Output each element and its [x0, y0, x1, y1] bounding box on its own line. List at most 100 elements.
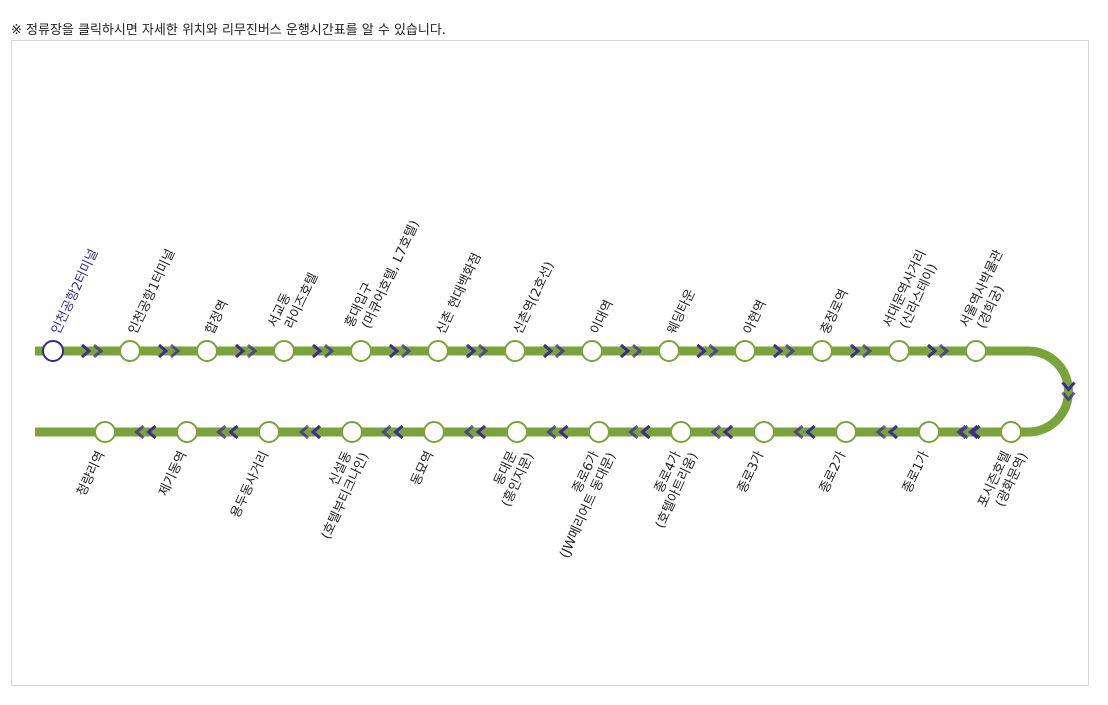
stop-label[interactable]: 종로1가 — [900, 449, 932, 495]
stop-label[interactable]: 서교동라이즈호텔 — [266, 264, 322, 337]
stop-marker[interactable] — [588, 421, 610, 443]
stop-label[interactable]: 포시즌호텔(광화문역) — [975, 444, 1031, 517]
stop-label[interactable]: 종로2가 — [817, 449, 849, 495]
stop-marker[interactable] — [504, 340, 526, 362]
direction-arrow-icon — [558, 424, 569, 440]
stop-label[interactable]: 종로3가 — [735, 449, 767, 495]
stop-label-line: 신촌역(2호선) — [511, 259, 558, 336]
stop-label-line: 용두동사거리 — [228, 449, 272, 520]
stop-label[interactable]: 종로6가(JW메리어트 동대문) — [543, 444, 620, 561]
direction-arrow-icon — [543, 343, 554, 359]
direction-arrow-icon — [247, 343, 258, 359]
stop-top-11[interactable]: 서대문역사거리(신라스테이) — [881, 248, 944, 362]
stop-label[interactable]: 동묘역 — [408, 449, 437, 488]
direction-arrow-icon — [722, 424, 733, 440]
stop-marker[interactable] — [658, 340, 680, 362]
direction-arrow-icon — [146, 424, 157, 440]
stop-bottom-6[interactable]: 종로6가(JW메리어트 동대문) — [543, 421, 620, 561]
direction-arrow-icon — [708, 343, 719, 359]
stop-label[interactable]: 신촌 현대백화점 — [434, 251, 485, 337]
direction-arrow-icon — [793, 424, 804, 440]
direction-arrow-icon — [298, 424, 309, 440]
stop-marker[interactable] — [196, 340, 218, 362]
stop-label[interactable]: 아현역 — [741, 298, 770, 337]
stop-label-line: 신촌 현대백화점 — [434, 251, 485, 337]
direction-arrow-icon — [235, 343, 246, 359]
stop-top-4[interactable]: 홍대입구(머큐어호텔, L7호텔) — [343, 212, 423, 362]
stop-label-line: 인천공항1터미널 — [126, 247, 178, 337]
stop-marker[interactable] — [341, 421, 363, 443]
direction-arrow-icon — [401, 343, 412, 359]
stop-marker[interactable] — [1000, 421, 1022, 443]
direction-arrow-icon — [312, 343, 323, 359]
stop-label[interactable]: 이대역 — [588, 298, 617, 337]
direction-arrow-icon — [93, 343, 104, 359]
stop-label-line: 아현역 — [741, 298, 770, 337]
stop-marker[interactable] — [119, 340, 141, 362]
direction-arrow-icon — [134, 424, 145, 440]
stop-top-1[interactable]: 인천공항1터미널 — [119, 247, 179, 362]
stop-top-0[interactable]: 인천공항2터미널 — [42, 247, 102, 362]
route-map-frame — [11, 40, 1089, 686]
stop-label[interactable]: 서대문역사거리(신라스테이) — [881, 248, 944, 337]
stop-marker[interactable] — [918, 421, 940, 443]
direction-arrow-icon — [310, 424, 321, 440]
stop-marker[interactable] — [273, 340, 295, 362]
stop-label[interactable]: 동대문(흥인지문) — [485, 444, 538, 510]
stop-marker[interactable] — [423, 421, 445, 443]
direction-arrow-icon — [478, 343, 489, 359]
stop-label[interactable]: 인천공항2터미널 — [49, 247, 101, 337]
stop-marker[interactable] — [753, 421, 775, 443]
stop-marker[interactable] — [734, 340, 756, 362]
direction-arrow-icon — [927, 343, 938, 359]
direction-arrow-icon — [620, 343, 631, 359]
stop-top-6[interactable]: 신촌역(2호선) — [504, 259, 558, 362]
direction-arrow-icon — [773, 343, 784, 359]
stop-label[interactable]: 서울역사박물관(경희궁) — [958, 248, 1021, 337]
stop-label[interactable]: 충정로역 — [818, 287, 852, 337]
stop-label[interactable]: 종로4가(호텔아트리움) — [639, 444, 702, 531]
stop-label[interactable]: 제기동역 — [156, 449, 190, 499]
direction-arrow-icon — [785, 343, 796, 359]
stop-marker[interactable] — [888, 340, 910, 362]
stop-marker[interactable] — [427, 340, 449, 362]
stop-label-line: 웨딩타운 — [665, 287, 699, 337]
stop-label[interactable]: 신촌역(2호선) — [511, 259, 558, 336]
stop-marker[interactable] — [835, 421, 857, 443]
stop-label[interactable]: 홍대입구(머큐어호텔, L7호텔) — [343, 212, 423, 337]
stop-marker[interactable] — [965, 340, 987, 362]
stop-marker[interactable] — [811, 340, 833, 362]
direction-arrows — [81, 343, 1076, 440]
stop-label-line: 이대역 — [588, 298, 617, 337]
direction-arrow-icon — [546, 424, 557, 440]
direction-arrow-icon — [381, 424, 392, 440]
stop-label[interactable]: 용두동사거리 — [228, 449, 272, 520]
stop-marker[interactable] — [581, 340, 603, 362]
stop-top-12[interactable]: 서울역사박물관(경희궁) — [958, 248, 1021, 362]
stop-label[interactable]: 신설동(호텔부티크나인) — [305, 444, 373, 542]
route-lines — [35, 346, 1073, 437]
stop-top-5[interactable]: 신촌 현대백화점 — [427, 251, 485, 362]
stop-marker[interactable] — [176, 421, 198, 443]
stop-marker[interactable] — [670, 421, 692, 443]
stop-label-line: 충정로역 — [818, 287, 852, 337]
stop-label[interactable]: 합정역 — [203, 298, 232, 337]
direction-arrow-icon — [696, 343, 707, 359]
stop-label-line: 종로2가 — [817, 449, 849, 495]
stop-label-line: 제기동역 — [156, 449, 190, 499]
stop-marker[interactable] — [258, 421, 280, 443]
direction-arrow-icon — [805, 424, 816, 440]
stop-label-line: 동묘역 — [408, 449, 437, 488]
stop-label[interactable]: 인천공항1터미널 — [126, 247, 178, 337]
direction-arrow-icon — [875, 424, 886, 440]
stop-bottom-3[interactable]: 신설동(호텔부티크나인) — [305, 421, 373, 542]
stop-label[interactable]: 청량리역 — [74, 449, 108, 499]
stop-marker[interactable] — [506, 421, 528, 443]
direction-arrow-icon — [862, 343, 873, 359]
stop-marker[interactable] — [94, 421, 116, 443]
stop-marker[interactable] — [350, 340, 372, 362]
direction-arrow-icon — [1061, 381, 1076, 392]
stop-marker[interactable] — [42, 340, 64, 362]
stop-label[interactable]: 웨딩타운 — [665, 287, 699, 337]
